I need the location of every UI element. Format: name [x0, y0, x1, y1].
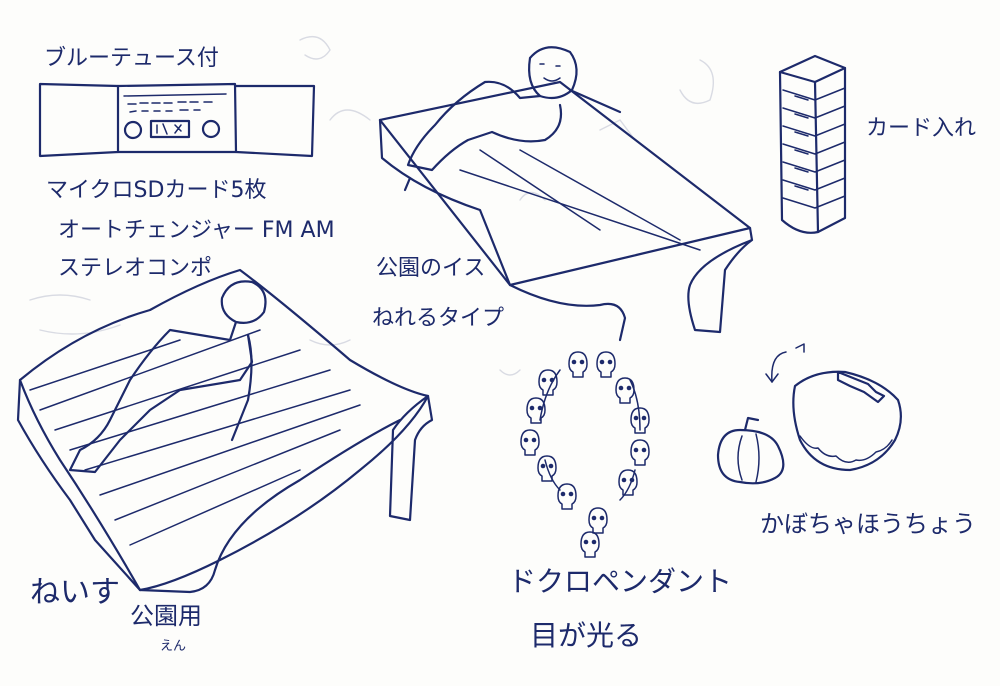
label-card-case: カード入れ	[866, 116, 977, 141]
label-eyes-glow: 目が光る	[530, 619, 643, 652]
label-park-use: 公園用	[130, 602, 202, 630]
label-park-bench: 公園のイス	[376, 256, 486, 281]
label-skull-pendant: ドクロペンダント	[508, 565, 733, 598]
card-case-tower-drawing	[780, 56, 845, 233]
label-bluetooth: ブルーテュース付	[44, 46, 219, 71]
skull-bead	[558, 484, 576, 509]
label-neisu: ねいす	[30, 575, 120, 610]
label-reading-en: えん	[160, 639, 187, 654]
skull-bead	[539, 370, 557, 395]
label-pumpkin-knife: かぼちゃほうちょう	[760, 510, 976, 538]
label-stereo-component: ステレオコンポ	[58, 256, 213, 281]
skull-pendant-drawing	[521, 352, 649, 557]
skull-bead	[597, 352, 615, 377]
stereo-component-drawing	[40, 84, 314, 156]
bleed-through-marks	[30, 37, 713, 375]
skull-bead	[581, 532, 599, 557]
pumpkin-knife-drawing	[718, 344, 901, 483]
label-microsd-cards: マイクロSDカード5枚	[46, 178, 267, 203]
skull-bead	[521, 430, 539, 455]
skull-bead	[631, 440, 649, 465]
skull-bead	[631, 408, 649, 433]
skull-bead	[589, 508, 607, 533]
skull-bead	[527, 398, 545, 423]
skull-bead	[569, 352, 587, 377]
skull-bead	[538, 456, 556, 481]
label-sleepable-type: ねれるタイプ	[372, 306, 505, 331]
bench-with-person-drawing	[380, 47, 752, 340]
lounge-bench-drawing	[18, 270, 432, 592]
label-autochanger: オートチェンジャー FM AM	[58, 218, 335, 243]
